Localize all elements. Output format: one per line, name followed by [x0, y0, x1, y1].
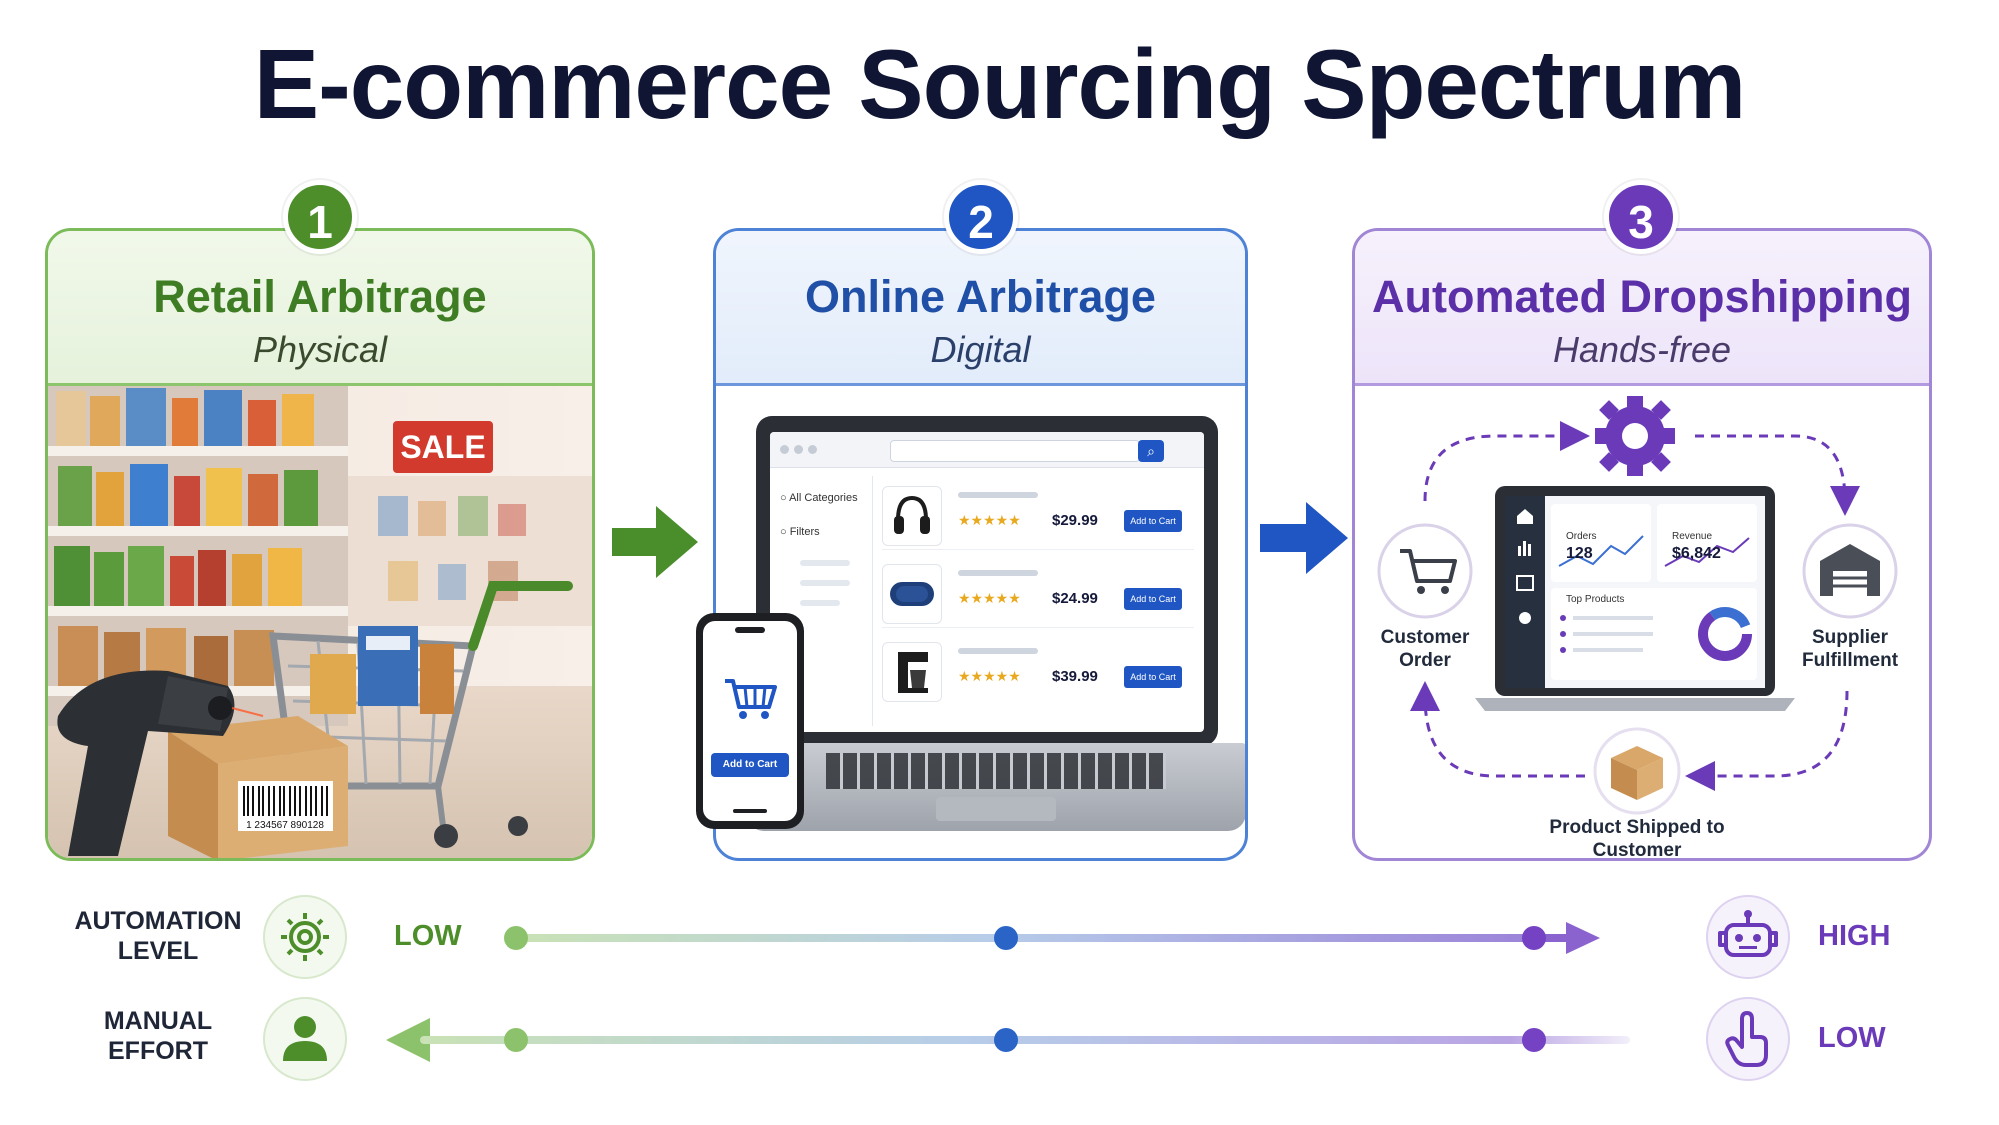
panel-online-arbitrage: Online Arbitrage Digital ⌕ ○ All Categor… — [713, 228, 1248, 861]
product-price: $29.99 — [1052, 512, 1098, 529]
warehouse-icon — [1820, 544, 1880, 596]
orders-label: Orders — [1566, 531, 1597, 542]
package-box-icon — [1593, 727, 1681, 815]
rating-stars: ★★★★★ — [958, 590, 1021, 606]
panel-header: Retail Arbitrage Physical — [48, 231, 592, 386]
top-products-label: Top Products — [1566, 594, 1625, 605]
list-item[interactable]: ★★★★★ $39.99 Add to Cart — [882, 636, 1194, 706]
arrow-right-icon — [612, 506, 698, 578]
product-price: $39.99 — [1052, 668, 1098, 685]
rating-stars: ★★★★★ — [958, 668, 1021, 684]
manual-effort-low-label: LOW — [1818, 1022, 1886, 1054]
panel-automated-dropshipping: Automated Dropshipping Hands-free — [1352, 228, 1932, 861]
customer-order-label: Customer Order — [1380, 627, 1470, 671]
barcode-scanner-icon — [57, 670, 264, 856]
sidebar-item-categories[interactable]: ○ All Categories — [780, 492, 858, 504]
panel-retail-arbitrage: Retail Arbitrage Physical — [45, 228, 595, 861]
arrow-right-icon — [1260, 502, 1348, 574]
product-price: $24.99 — [1052, 590, 1098, 607]
sale-sign: SALE — [400, 429, 485, 465]
home-icon — [1517, 509, 1533, 524]
list-item[interactable]: ★★★★★ $29.99 Add to Cart — [882, 480, 1194, 550]
scale-point-dropshipping — [1522, 926, 1546, 950]
revenue-value: $6,842 — [1672, 545, 1721, 562]
hand-pointer-icon — [1706, 997, 1790, 1081]
scale-point-dropshipping — [1522, 1028, 1546, 1052]
panel-subtitle: Hands-free — [1552, 329, 1732, 370]
person-icon — [263, 997, 347, 1081]
gear-icon — [1595, 396, 1675, 476]
step-number-3: 3 — [1604, 180, 1678, 254]
add-to-cart-button[interactable]: Add to Cart — [1124, 666, 1182, 688]
rating-stars: ★★★★★ — [958, 512, 1021, 528]
supplier-fulfillment-node — [1802, 523, 1898, 619]
panel-header: Automated Dropshipping Hands-free — [1355, 231, 1929, 386]
automation-level-label: AUTOMATION LEVEL — [74, 907, 242, 965]
headphones-icon — [894, 495, 930, 534]
gear-icon — [263, 895, 347, 979]
phone-add-to-cart-button[interactable]: Add to Cart — [711, 753, 789, 777]
page-title: E-commerce Sourcing Spectrum — [253, 29, 1746, 139]
step-number-1: 1 — [283, 180, 357, 254]
panel-header: Online Arbitrage Digital — [716, 231, 1245, 386]
automation-high-label: HIGH — [1818, 920, 1891, 952]
orders-value: 128 — [1566, 545, 1593, 562]
cardboard-box-icon: 1 234567 890128 — [168, 716, 348, 858]
scale-point-online — [994, 1028, 1018, 1052]
add-to-cart-button[interactable]: Add to Cart — [1124, 510, 1182, 532]
revenue-label: Revenue — [1672, 531, 1713, 542]
dropshipping-flow — [1377, 396, 1898, 815]
dashboard-laptop-icon — [1475, 486, 1795, 711]
step-number-2: 2 — [944, 180, 1018, 254]
scale-point-online — [994, 926, 1018, 950]
speaker-icon — [890, 582, 934, 606]
laptop-keyboard — [746, 743, 1245, 831]
robot-icon — [1706, 895, 1790, 979]
retail-store-scene: SALE — [48, 386, 592, 858]
scale-point-retail — [504, 926, 528, 950]
scale-point-retail — [504, 1028, 528, 1052]
store-shelf-icon — [348, 476, 592, 626]
panel-subtitle: Digital — [930, 329, 1031, 370]
add-to-cart-button[interactable]: Add to Cart — [1124, 588, 1182, 610]
search-icon[interactable]: ⌕ — [1138, 440, 1164, 462]
laptop-screen: ⌕ ○ All Categories ○ Filters ★★★★★ $29.9… — [770, 432, 1204, 732]
search-input[interactable] — [890, 440, 1140, 462]
coffee-maker-icon — [898, 652, 928, 693]
manual-effort-scale — [386, 1018, 1630, 1062]
automation-low-label: LOW — [394, 920, 462, 952]
sidebar-item-filters[interactable]: ○ Filters — [780, 526, 820, 538]
manual-effort-label: MANUAL EFFORT — [103, 1007, 213, 1065]
smartphone-icon: Add to Cart — [696, 613, 804, 829]
laptop-icon: ⌕ ○ All Categories ○ Filters ★★★★★ $29.9… — [756, 416, 1218, 746]
product-shipped-label: Product Shipped to Customer — [1549, 817, 1725, 861]
cart-icon — [725, 679, 777, 719]
list-item[interactable]: ★★★★★ $24.99 Add to Cart — [882, 558, 1194, 628]
shopping-cart-icon — [1400, 549, 1457, 594]
barcode-number: 1 234567 890128 — [246, 820, 324, 831]
panel-title: Online Arbitrage — [805, 271, 1156, 322]
panel-title: Retail Arbitrage — [153, 271, 487, 322]
panel-subtitle: Physical — [252, 329, 388, 370]
supplier-fulfillment-label: Supplier Fulfillment — [1801, 627, 1899, 671]
automation-level-scale — [504, 922, 1600, 954]
customer-order-node — [1377, 523, 1473, 619]
panel-title: Automated Dropshipping — [1372, 271, 1912, 322]
